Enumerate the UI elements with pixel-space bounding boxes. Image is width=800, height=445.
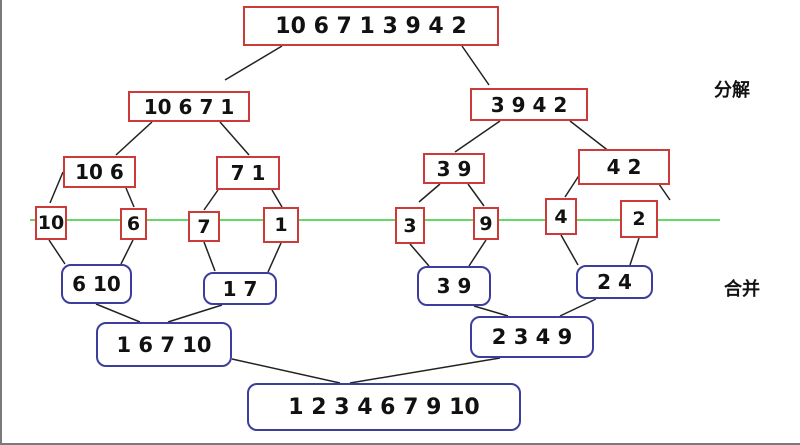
split-leaf: 6 [120,208,147,240]
split-node-right-left: 3 9 [423,153,485,184]
split-leaf: 4 [545,198,577,235]
connector-line [454,120,501,153]
merge-node: 2 3 4 9 [470,316,594,358]
split-phase-label: 分解 [714,80,750,101]
connector-line [461,45,490,86]
connector-line [559,298,597,317]
merge-node: 6 10 [61,264,132,304]
connector-line [219,121,250,156]
connector-line [95,303,141,323]
frame-border [0,0,2,445]
connector-line [125,187,135,208]
connector-line [48,239,66,265]
frame-border [0,443,800,445]
connector-line [49,171,64,204]
connector-line [629,237,640,266]
split-node-left-right: 7 1 [216,156,280,190]
split-leaf: 3 [395,207,425,244]
connector-line [203,189,219,211]
merge-node: 2 4 [576,265,653,299]
split-leaf: 1 [263,207,299,243]
split-leaf: 2 [620,200,658,238]
split-node-right-right: 4 2 [578,149,670,185]
connector-line [120,239,134,265]
split-node-right: 3 9 4 2 [470,88,588,121]
merge-node: 1 6 7 10 [96,322,232,367]
connector-line [560,234,579,266]
merge-node: 1 7 [203,272,277,305]
connector-line [231,358,341,384]
connector-line [349,357,501,384]
connector-line [267,242,282,273]
split-node-root: 10 6 7 1 3 9 4 2 [243,6,499,46]
merge-node: 3 9 [417,266,491,306]
connector-line [409,243,430,267]
connector-line [418,183,441,203]
connector-line [564,173,581,198]
connector-line [569,120,611,153]
split-node-left-left: 10 6 [63,156,136,188]
merge-phase-label: 合并 [724,279,760,300]
split-leaf: 7 [188,211,220,242]
connector-line [468,239,487,267]
split-node-left: 10 6 7 1 [128,91,250,122]
connector-line [473,305,509,317]
connector-line [167,304,223,323]
connector-line [467,183,485,207]
connector-line [224,45,283,81]
connector-line [271,189,283,208]
connector-line [203,241,216,272]
connector-line [115,121,153,156]
split-leaf: 10 [35,206,67,240]
split-leaf: 9 [473,207,499,240]
merge-node-result: 1 2 3 4 6 7 9 10 [247,383,521,431]
